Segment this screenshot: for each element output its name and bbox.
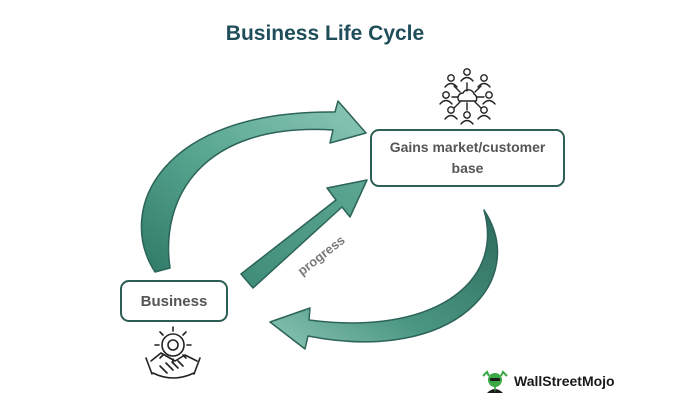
cycle-arrow-top xyxy=(140,100,367,273)
business-node: Business xyxy=(120,280,228,322)
brand-logo: WallStreetMojo xyxy=(480,366,615,396)
gear-handshake-icon xyxy=(145,326,201,379)
page-title: Business Life Cycle xyxy=(225,22,425,45)
people-network-icon xyxy=(439,68,496,125)
market-node: Gains market/customer base xyxy=(370,129,565,187)
progress-arrow xyxy=(240,179,368,289)
wallstreetmojo-mascot-icon xyxy=(482,370,508,393)
brand-name: WallStreetMojo xyxy=(514,373,615,389)
cycle-arrow-right xyxy=(269,209,499,350)
